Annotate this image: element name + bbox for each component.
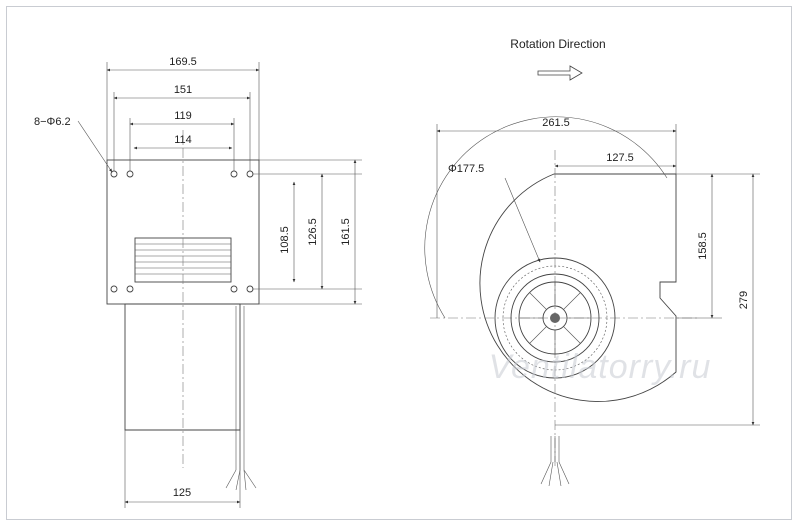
dim-wheel-diameter: Φ177.5 — [448, 163, 484, 175]
dim-hole-span-2: 119 — [174, 110, 192, 122]
dim-overall-width: 261.5 — [542, 117, 570, 129]
motor-body — [124, 303, 241, 431]
mounting-hole — [230, 170, 238, 178]
impeller-outer — [494, 257, 616, 379]
dim-height-1: 108.5 — [279, 226, 291, 254]
rotation-arrow-icon — [537, 65, 583, 81]
impeller-blade-ring — [502, 265, 608, 371]
watermark: Ventilatorry.ru — [489, 348, 712, 386]
dim-motor-width: 125 — [173, 487, 191, 499]
dim-width-outer: 169.5 — [169, 56, 197, 68]
mounting-hole — [126, 170, 134, 178]
holes-callout: 8−Φ6.2 — [34, 116, 71, 128]
scroll-housing — [479, 173, 677, 402]
dim-axis-to-top: 158.5 — [697, 232, 709, 260]
dim-hole-span-3: 114 — [174, 134, 192, 146]
hub-spokes — [519, 282, 591, 354]
side-view: Rotation Direction — [424, 37, 760, 487]
dim-outlet-offset: 127.5 — [606, 152, 634, 164]
dim-hole-span-1: 151 — [174, 84, 192, 96]
shaft — [550, 313, 560, 323]
mounting-hole — [230, 285, 238, 293]
rotation-direction-label: Rotation Direction — [510, 37, 605, 51]
impeller-inner — [510, 273, 600, 363]
lead-wires — [225, 306, 257, 491]
mounting-hole — [110, 285, 118, 293]
side-lead-wires — [540, 436, 570, 487]
dim-height-2: 126.5 — [307, 218, 319, 246]
mounting-hole — [126, 285, 134, 293]
dim-overall-height: 279 — [738, 291, 750, 309]
front-view: 169.5 151 119 114 8−Φ6.2 108.5 126.5 161… — [34, 56, 362, 508]
dim-height-3: 161.5 — [340, 218, 352, 246]
